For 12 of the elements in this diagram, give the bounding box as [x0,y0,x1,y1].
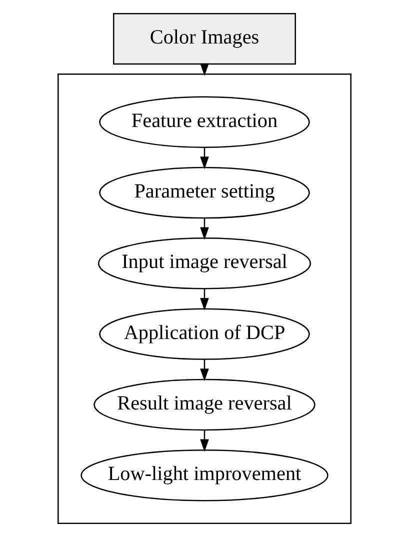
node-ellipse: Input image reversal [98,238,312,290]
arrow [200,430,209,452]
cluster [58,74,352,524]
node-ellipse: Feature extraction [99,96,310,148]
arrow [200,148,209,170]
arrow [200,360,209,382]
arrow [200,288,209,311]
node-ellipse: Application of DCP [99,308,310,360]
node-ellipse: Result image reversal [94,378,316,431]
node-ellipse: Low-light improvement [80,450,328,502]
node-ellipse: Parameter setting [99,166,310,219]
arrow [200,218,209,240]
